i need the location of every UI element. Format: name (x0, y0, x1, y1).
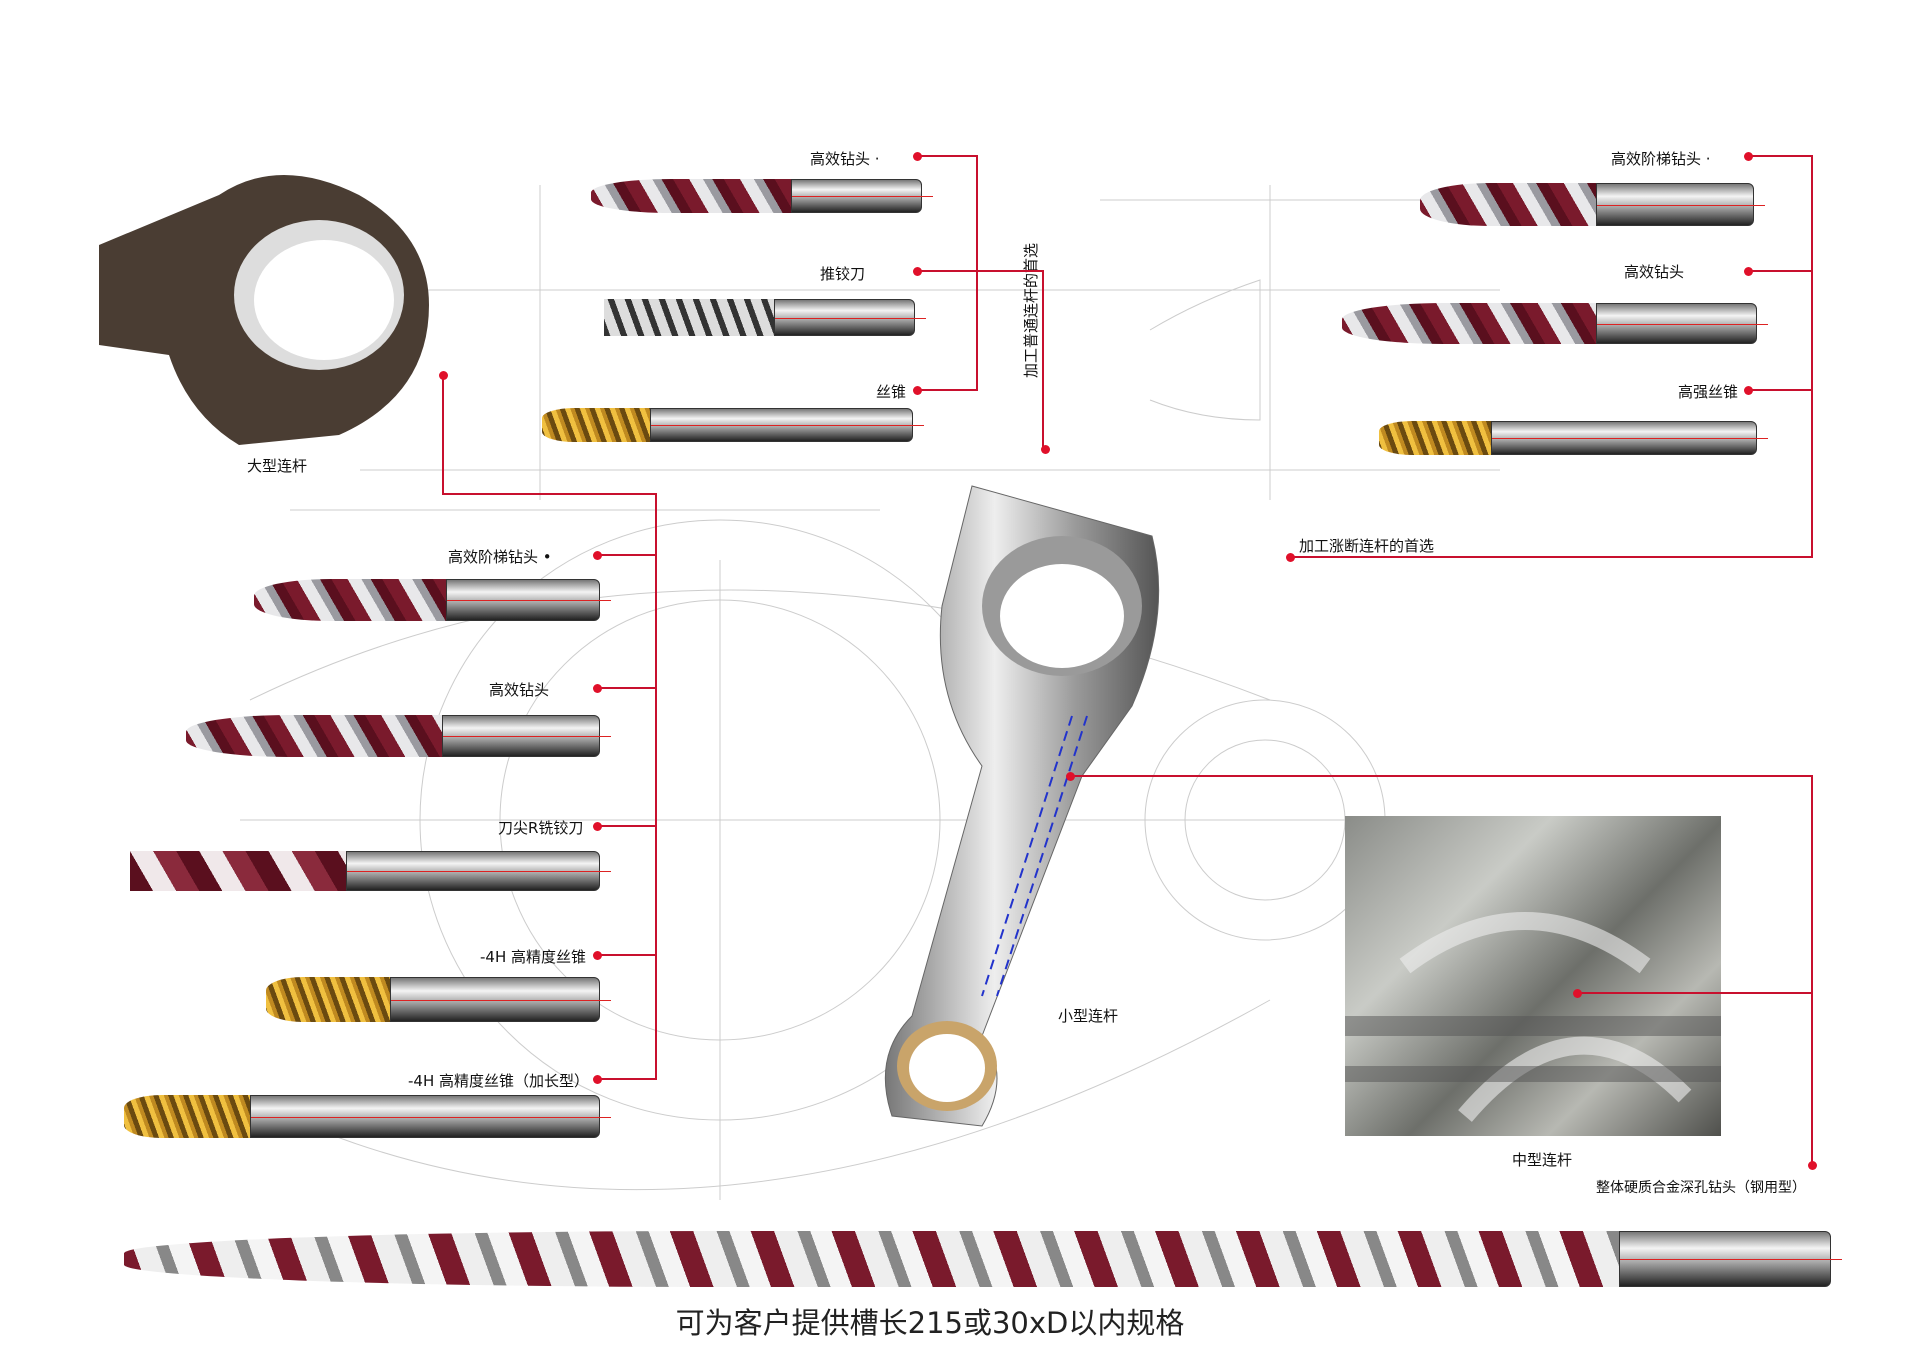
leader-line (917, 389, 978, 391)
leader-line (597, 954, 657, 956)
leader-line (917, 155, 978, 157)
leader-line (1748, 155, 1813, 157)
large-connecting-rod-image (99, 175, 429, 445)
callout-dot (439, 371, 448, 380)
callout-dot (913, 267, 922, 276)
leader-line (1042, 270, 1044, 450)
leader-line (655, 493, 657, 1080)
callout-dot (593, 684, 602, 693)
callout-dot (593, 551, 602, 560)
label-deep-hole-drill: 整体硬质合金深孔钻头（钢用型） (1596, 1180, 1806, 1196)
leader-line (442, 493, 657, 495)
leader-line (597, 1078, 657, 1080)
leader-line (1748, 389, 1813, 391)
label-top-drill: 高效钻头 · (810, 150, 880, 168)
label-fracture-rod-choice: 加工涨断连杆的首选 (1299, 537, 1435, 555)
step-drill-right (1420, 183, 1765, 226)
label-r-mill-reamer: 刀尖R铣铰刀 (498, 819, 584, 837)
deep-hole-drill (124, 1231, 1842, 1287)
leader-line (976, 155, 978, 391)
label-normal-rod-choice: 加工普通连杆的首选 (1022, 242, 1040, 378)
tap-right (1379, 421, 1768, 455)
drill-left (186, 715, 611, 757)
label-right-step-drill: 高效阶梯钻头 · (1611, 150, 1711, 168)
medium-connecting-rod-photo (1345, 816, 1721, 1136)
push-reamer (604, 299, 926, 336)
callout-dot (1744, 267, 1753, 276)
callout-dot (913, 152, 922, 161)
label-tap: 丝锥 (876, 383, 907, 401)
callout-dot (1286, 553, 1295, 562)
callout-dot (913, 386, 922, 395)
leader-line (1811, 775, 1813, 1166)
label-push-reamer: 推铰刀 (820, 265, 866, 283)
callout-dot (1744, 386, 1753, 395)
leader-line (597, 825, 657, 827)
precision-tap (266, 977, 611, 1022)
callout-dot (1041, 445, 1050, 454)
leader-line (1811, 155, 1813, 558)
leader-line (597, 687, 657, 689)
footer-caption: 可为客户提供槽长215或30xD以内规格 (675, 1306, 1185, 1340)
leader-line (1070, 775, 1813, 777)
label-precision-tap: -4H 高精度丝锥 (480, 948, 587, 966)
leader-line (917, 270, 1044, 272)
label-right-drill: 高效钻头 (1624, 263, 1685, 281)
drill-top (591, 179, 933, 213)
label-small-rod: 小型连杆 (1058, 1007, 1119, 1025)
callout-dot (593, 951, 602, 960)
label-large-rod: 大型连杆 (247, 457, 308, 475)
label-high-strength-tap: 高强丝锥 (1678, 383, 1739, 401)
leader-line (597, 554, 657, 556)
label-left-drill: 高效钻头 (489, 681, 550, 699)
leader-line (1290, 556, 1813, 558)
callout-dot (593, 822, 602, 831)
label-left-step-drill: 高效阶梯钻头 • (448, 548, 552, 566)
leader-line (442, 375, 444, 495)
label-medium-rod: 中型连杆 (1512, 1151, 1573, 1169)
precision-tap-long (124, 1095, 611, 1138)
leader-line (1748, 270, 1813, 272)
label-precision-tap-long: -4H 高精度丝锥（加长型） (408, 1072, 590, 1090)
callout-dot (1808, 1161, 1817, 1170)
callout-dot (593, 1075, 602, 1084)
step-drill-left (254, 579, 611, 621)
callout-dot (1573, 989, 1582, 998)
tap-top (542, 408, 924, 442)
callout-dot (1066, 772, 1075, 781)
r-mill-reamer (130, 851, 611, 891)
leader-line (1577, 992, 1813, 994)
small-connecting-rod-image (884, 485, 1160, 1127)
drill-right (1342, 303, 1768, 344)
callout-dot (1744, 152, 1753, 161)
